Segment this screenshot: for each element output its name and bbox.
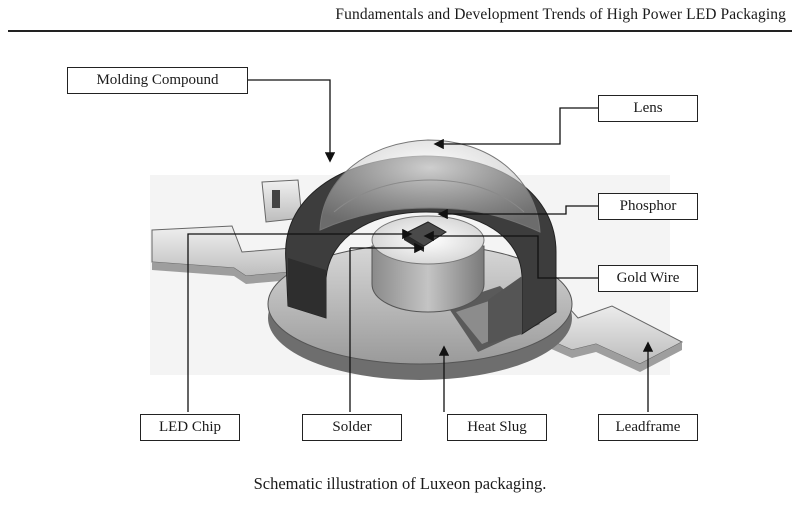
molding-compound-front-right xyxy=(488,276,522,344)
leader-phosphor xyxy=(437,205,598,220)
leader-molding-compound xyxy=(248,79,336,163)
header-rule xyxy=(8,30,792,32)
label-led-chip: LED Chip xyxy=(140,414,240,441)
label-heat-slug: Heat Slug xyxy=(447,414,547,441)
page-header-title: Fundamentals and Development Trends of H… xyxy=(335,6,786,23)
heat-slug-post xyxy=(371,245,485,313)
lens-rim xyxy=(333,179,525,213)
leader-led-chip xyxy=(187,228,413,412)
label-solder: Solder xyxy=(302,414,402,441)
right-leadframe-edge xyxy=(540,336,682,372)
label-leadframe: Leadframe xyxy=(598,414,698,441)
label-phosphor: Phosphor xyxy=(598,193,698,220)
figure-caption: Schematic illustration of Luxeon packagi… xyxy=(253,474,547,493)
left-leadframe-edge xyxy=(152,262,292,284)
leader-gold-wire xyxy=(423,230,598,279)
lens-dome xyxy=(319,139,541,233)
leader-lens xyxy=(433,107,598,150)
label-molding-compound: Molding Compound xyxy=(67,67,248,94)
molding-compound-front-left xyxy=(288,258,326,318)
label-gold-wire: Gold Wire xyxy=(598,265,698,292)
label-lens: Lens xyxy=(598,95,698,122)
back-tab-slot xyxy=(272,190,280,208)
